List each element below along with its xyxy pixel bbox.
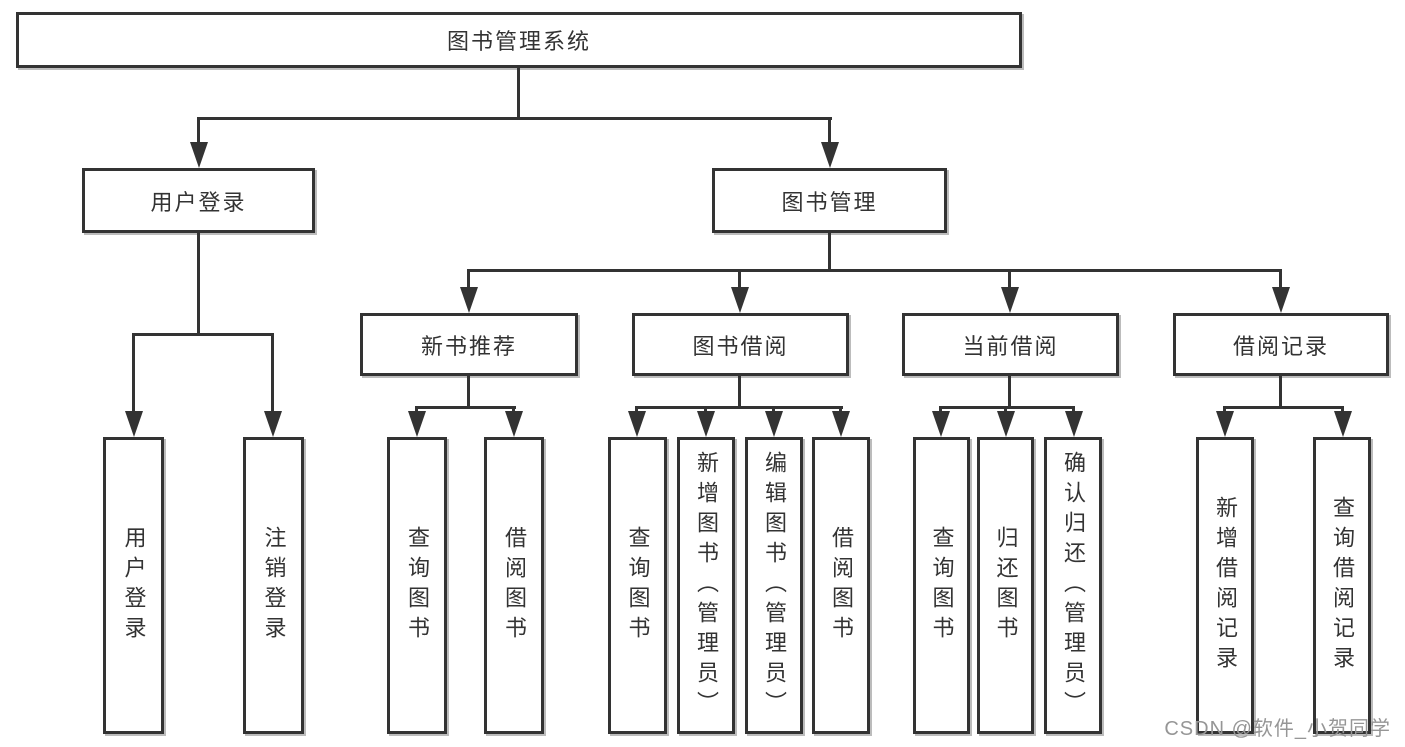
connector-rail-borrow-record <box>1223 406 1344 409</box>
connector-user-login-stub <box>197 232 200 335</box>
leaf-return-books: 归还图书 <box>977 437 1034 734</box>
connector-book-management-stub <box>828 232 831 271</box>
node-book-management-label: 图书管理 <box>781 189 878 215</box>
leaf-query-books-recommend: 查询图书 <box>387 437 447 734</box>
leaf-label: 查询借阅记录 <box>1330 495 1355 676</box>
node-current-borrow-label: 当前借阅 <box>962 333 1059 359</box>
arrow-down-icon <box>190 142 208 168</box>
node-user-login: 用户登录 <box>82 168 315 233</box>
leaf-edit-books-admin: 编辑图书（管理员） <box>745 437 803 734</box>
leaf-label: 编辑图书（管理员） <box>762 450 787 721</box>
arrow-down-icon <box>1065 411 1083 437</box>
connector-drop-borrow-record <box>1279 269 1282 291</box>
arrow-down-icon <box>1272 287 1290 313</box>
node-current-borrow: 当前借阅 <box>902 313 1119 376</box>
arrow-down-icon <box>408 411 426 437</box>
arrow-down-icon <box>628 411 646 437</box>
leaf-label: 用户登录 <box>121 525 147 646</box>
arrow-down-icon <box>125 411 143 437</box>
arrow-down-icon <box>832 411 850 437</box>
connector-rail-level3 <box>467 269 1282 272</box>
connector-new-book-stub <box>467 375 470 408</box>
leaf-confirm-return-admin: 确认归还（管理员） <box>1044 437 1102 734</box>
node-root-label: 图书管理系统 <box>446 29 591 54</box>
connector-rail-user-login <box>132 333 274 336</box>
csdn-watermark: CSDN @软件_小贺同学 <box>1164 718 1391 740</box>
arrow-down-icon <box>1001 287 1019 313</box>
node-user-login-label: 用户登录 <box>150 189 247 215</box>
connector-current-borrow-stub <box>1008 375 1011 408</box>
connector-book-borrow-stub <box>738 375 741 408</box>
node-book-management: 图书管理 <box>712 168 947 233</box>
leaf-query-books-borrow: 查询图书 <box>608 437 667 734</box>
arrow-down-icon <box>932 411 950 437</box>
connector-drop-leaf <box>132 333 135 415</box>
connector-drop-book-management <box>828 117 831 147</box>
connector-drop-new-book <box>467 269 470 291</box>
connector-root-stub <box>517 68 520 119</box>
leaf-borrow-books: 借阅图书 <box>812 437 870 734</box>
leaf-label: 归还图书 <box>993 525 1019 646</box>
connector-rail-new-book <box>415 406 516 409</box>
leaf-label: 新增图书（管理员） <box>694 450 719 721</box>
arrow-down-icon <box>505 411 523 437</box>
arrow-down-icon <box>1216 411 1234 437</box>
node-new-book-recommend: 新书推荐 <box>360 313 578 376</box>
node-borrow-records-label: 借阅记录 <box>1232 333 1329 359</box>
arrow-down-icon <box>460 287 478 313</box>
leaf-query-borrow-record: 查询借阅记录 <box>1313 437 1371 734</box>
leaf-add-borrow-record: 新增借阅记录 <box>1196 437 1254 734</box>
arrow-down-icon <box>821 142 839 168</box>
arrow-down-icon <box>731 287 749 313</box>
leaf-user-login: 用户登录 <box>103 437 164 734</box>
connector-drop-current-borrow <box>1008 269 1011 291</box>
leaf-label: 确认归还（管理员） <box>1061 450 1086 721</box>
node-book-borrow-label: 图书借阅 <box>692 333 789 359</box>
leaf-add-books-admin: 新增图书（管理员） <box>677 437 735 734</box>
arrow-down-icon <box>1334 411 1352 437</box>
leaf-label: 查询图书 <box>929 525 955 646</box>
connector-borrow-record-stub <box>1279 375 1282 408</box>
leaf-label: 新增借阅记录 <box>1213 495 1238 676</box>
leaf-label: 注销登录 <box>261 525 287 646</box>
leaf-label: 借阅图书 <box>502 525 527 646</box>
arrow-down-icon <box>264 411 282 437</box>
connector-drop-book-borrow <box>738 269 741 291</box>
arrow-down-icon <box>697 411 715 437</box>
connector-drop-user-login <box>197 117 200 147</box>
node-borrow-records: 借阅记录 <box>1173 313 1389 376</box>
leaf-logout: 注销登录 <box>243 437 304 734</box>
connector-rail-level2 <box>197 117 832 120</box>
leaf-label: 查询图书 <box>625 525 651 646</box>
leaf-query-books-current: 查询图书 <box>913 437 970 734</box>
arrow-down-icon <box>997 411 1015 437</box>
node-book-borrow: 图书借阅 <box>632 313 849 376</box>
leaf-borrow-books-recommend: 借阅图书 <box>484 437 544 734</box>
connector-rail-book-borrow <box>635 406 843 409</box>
node-root: 图书管理系统 <box>16 12 1022 68</box>
connector-rail-current-borrow <box>939 406 1075 409</box>
arrow-down-icon <box>765 411 783 437</box>
connector-drop-leaf <box>271 333 274 415</box>
leaf-label: 查询图书 <box>405 525 430 646</box>
leaf-label: 借阅图书 <box>829 525 854 646</box>
node-new-book-recommend-label: 新书推荐 <box>420 333 517 359</box>
